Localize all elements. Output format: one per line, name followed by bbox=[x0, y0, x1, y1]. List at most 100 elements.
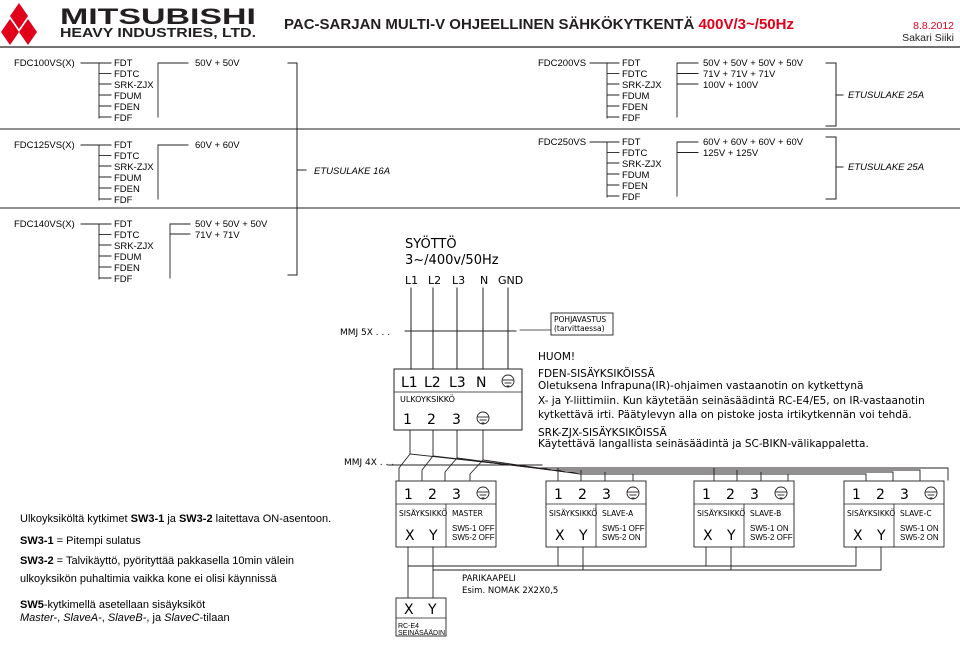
indoor-y-terminal: Y bbox=[428, 528, 438, 544]
instr-text: Ulkoyksiköltä kytkimet bbox=[20, 513, 131, 525]
logo-diamond-left bbox=[1, 19, 19, 45]
ground-icon bbox=[476, 486, 490, 500]
title-prefix: PAC-SARJAN MULTI-V OHJEELLINEN SÄHKÖKYTK… bbox=[284, 16, 698, 33]
instr-bold: SW3-1 bbox=[20, 535, 54, 547]
combo-bracket bbox=[169, 223, 191, 279]
indoor-unit-label: SISÄYKSIKKÖ bbox=[697, 509, 745, 518]
indoor-terminal-number: 2 bbox=[876, 487, 885, 503]
supply-terminal: L1 bbox=[405, 274, 418, 287]
indoor-terminal-number: 1 bbox=[702, 487, 711, 503]
unit-group-fdc250: FDC250VS FDT FDTC SRK-ZJX FDUM FDEN FDF … bbox=[538, 137, 804, 203]
instr-text: , ja bbox=[146, 612, 164, 624]
indoor-type: FDT bbox=[622, 137, 641, 148]
combo: 71V + 71V + 71V bbox=[703, 69, 776, 80]
type-bracket bbox=[589, 62, 620, 119]
instr-text: laitettava ON-asentoon. bbox=[213, 513, 332, 525]
note-fden-text: Oletuksena Infrapuna(IR)-ohjaimen vastaa… bbox=[538, 380, 863, 392]
indoor-type: SRK-ZJX bbox=[114, 241, 154, 252]
combo-bracket bbox=[676, 62, 699, 118]
supply-cable-label: MMJ 5X . . . bbox=[340, 328, 390, 338]
type-bracket bbox=[589, 141, 620, 198]
indoor-type: FDUM bbox=[114, 252, 142, 263]
logo-diamond-right bbox=[19, 19, 37, 45]
logo-line2: HEAVY INDUSTRIES, LTD. bbox=[60, 26, 256, 40]
note-srk-title: SRK-ZJX-SISÄYKSIKÖISSÄ bbox=[538, 426, 668, 439]
indoor-terminal-number: 2 bbox=[726, 487, 735, 503]
indoor-type: FDEN bbox=[114, 263, 140, 274]
instr-text: -tilaan bbox=[200, 612, 230, 624]
note-title: HUOM! bbox=[538, 351, 575, 363]
combo-bracket bbox=[157, 62, 189, 118]
instr-bold: SW3-2 bbox=[20, 555, 54, 567]
indoor-type: FDUM bbox=[622, 170, 650, 181]
unit-group-fdc100: FDC100VS(X) FDT FDTC SRK-ZJX FDUM FDEN F… bbox=[14, 58, 240, 124]
unit-model: FDC100VS(X) bbox=[14, 58, 75, 69]
indoor-type: FDUM bbox=[114, 91, 142, 102]
instruction-line: ulkoyksikön puhaltimia vaikka kone ei ol… bbox=[20, 573, 278, 585]
outdoor-terminal: L2 bbox=[424, 375, 441, 391]
indoor-type: FDTC bbox=[622, 69, 647, 80]
instruction-line: Ulkoyksiköltä kytkimet SW3-1 ja SW3-2 la… bbox=[20, 513, 331, 525]
supply-terminal: L2 bbox=[428, 274, 441, 287]
indoor-type: FDF bbox=[622, 192, 641, 203]
pair-cable-label: PARIKAAPELI bbox=[462, 574, 516, 584]
dip-switch-setting: SW5-1 ON bbox=[750, 524, 789, 533]
indoor-y-terminal: Y bbox=[578, 528, 588, 544]
dip-switch-setting: SW5-1 OFF bbox=[452, 524, 495, 533]
unit-model: FDC140VS(X) bbox=[14, 219, 75, 230]
controller-x: X bbox=[404, 602, 414, 618]
indoor-type: FDF bbox=[114, 274, 133, 285]
unit-group-fdc200: FDC200VS FDT FDTC SRK-ZJX FDUM FDEN FDF … bbox=[538, 58, 804, 124]
indoor-unit-role: SLAVE-A bbox=[602, 509, 634, 518]
indoor-terminal-number: 3 bbox=[900, 487, 909, 503]
instruction-line: SW5-kytkimellä asetellaan sisäyksiköt bbox=[20, 599, 205, 611]
indoor-type: FDT bbox=[622, 58, 641, 69]
indoor-unit-label: SISÄYKSIKKÖ bbox=[549, 509, 597, 518]
dip-switch-setting: SW5-2 ON bbox=[900, 533, 939, 542]
instruction-line: SW3-1 = Pitempi sulatus bbox=[20, 535, 141, 547]
outdoor-terminal: L1 bbox=[401, 375, 418, 391]
fuse-bracket-16a bbox=[287, 62, 307, 276]
indoor-type: FDUM bbox=[114, 173, 142, 184]
indoor-type: SRK-ZJX bbox=[622, 80, 662, 91]
combo: 60V + 60V + 60V + 60V bbox=[703, 137, 804, 148]
indoor-type: FDTC bbox=[114, 69, 139, 80]
unit-model: FDC200VS bbox=[538, 58, 586, 69]
dip-switch-setting: SW5-1 ON bbox=[900, 524, 939, 533]
note-fden-text: X- ja Y-liittimiin. Kun käytetään seinäs… bbox=[538, 395, 925, 407]
indoor-terminal-number: 2 bbox=[578, 487, 587, 503]
indoor-type: FDTC bbox=[622, 148, 647, 159]
indoor-cable-label: MMJ 4X . . . bbox=[344, 458, 394, 468]
indoor-type: FDEN bbox=[622, 181, 648, 192]
outdoor-terminal: N bbox=[476, 375, 486, 391]
indoor-terminal-number: 3 bbox=[750, 487, 759, 503]
power-wires bbox=[398, 429, 949, 481]
fuse-label-25a-1: ETUSULAKE 25A bbox=[848, 90, 924, 101]
combo: 100V + 100V bbox=[703, 80, 759, 91]
indoor-type: FDT bbox=[114, 219, 133, 230]
indoor-terminal-number: 1 bbox=[852, 487, 861, 503]
supply-terminal: GND bbox=[498, 274, 523, 287]
type-bracket bbox=[80, 223, 112, 280]
combo: 60V + 60V bbox=[195, 140, 240, 151]
dip-switch-setting: SW5-2 OFF bbox=[452, 533, 495, 542]
instr-text: , bbox=[57, 612, 63, 624]
instr-text: = Pitempi sulatus bbox=[54, 535, 142, 547]
indoor-terminal-number: 3 bbox=[452, 487, 461, 503]
doc-author: Sakari Siiki bbox=[902, 32, 954, 44]
indoor-type: FDT bbox=[114, 58, 133, 69]
ground-icon bbox=[626, 486, 640, 500]
indoor-unit-label: SISÄYKSIKKÖ bbox=[399, 509, 447, 518]
doc-date: 8.8.2012 bbox=[913, 20, 954, 32]
unit-group-fdc125: FDC125VS(X) FDT FDTC SRK-ZJX FDUM FDEN F… bbox=[14, 140, 240, 206]
instruction-line: SW3-2 = Talvikäyttö, pyörityttää pakkase… bbox=[20, 555, 294, 567]
combo: 50V + 50V bbox=[195, 58, 240, 69]
indoor-type: FDUM bbox=[622, 91, 650, 102]
unit-group-fdc140: FDC140VS(X) FDT FDTC SRK-ZJX FDUM FDEN F… bbox=[14, 219, 268, 285]
supply-terminal: L3 bbox=[452, 274, 465, 287]
note-srk-text: Käytettävä langallista seinäsäädintä ja … bbox=[538, 438, 869, 450]
indoor-terminal-number: 1 bbox=[404, 487, 413, 503]
